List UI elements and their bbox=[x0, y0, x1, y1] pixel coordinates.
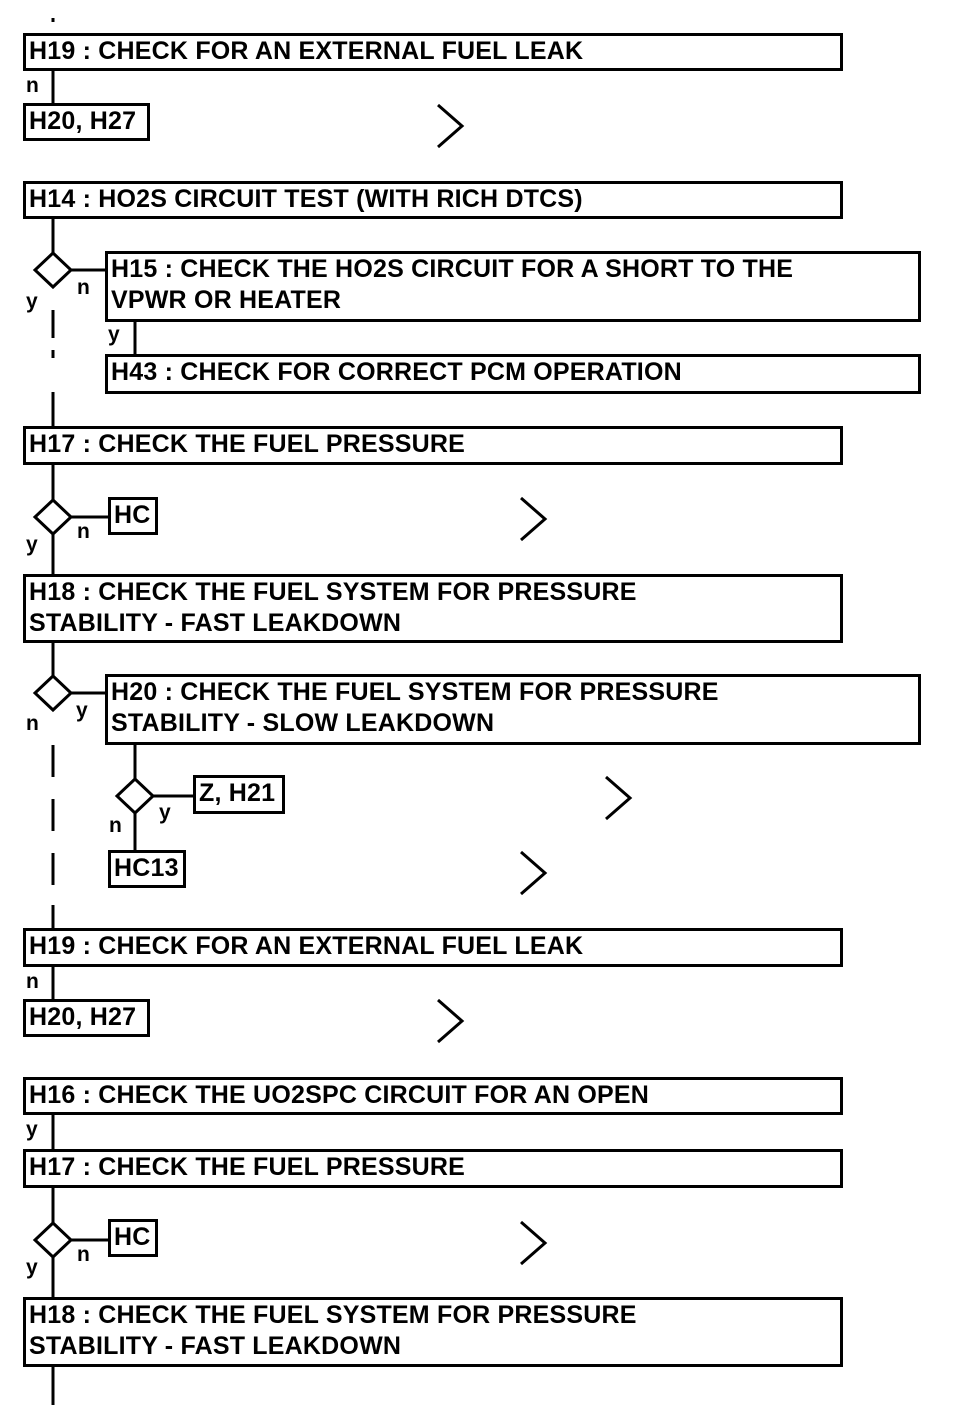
branch-label-yes: y bbox=[26, 1256, 38, 1279]
branch-label-yes: y bbox=[26, 1118, 38, 1141]
step-label: HC13 bbox=[114, 854, 179, 882]
continue-chevron-icon bbox=[520, 496, 548, 542]
step-label: H17 : CHECK THE FUEL PRESSURE bbox=[29, 1153, 465, 1181]
step-label: H16 : CHECK THE UO2SPC CIRCUIT FOR AN OP… bbox=[29, 1081, 650, 1109]
decision-diamond-h17b bbox=[32, 1220, 74, 1260]
step-box-h18: H18 : CHECK THE FUEL SYSTEM FOR PRESSURE… bbox=[23, 574, 843, 643]
branch-label-yes: y bbox=[26, 290, 38, 313]
step-label: H18 : CHECK THE FUEL SYSTEM FOR PRESSURE… bbox=[29, 1301, 637, 1360]
step-label: H20 : CHECK THE FUEL SYSTEM FOR PRESSURE… bbox=[111, 678, 719, 737]
branch-label-no: n bbox=[26, 970, 39, 993]
step-label: H14 : HO2S CIRCUIT TEST (WITH RICH DTCS) bbox=[29, 185, 583, 213]
step-box-h20: H20 : CHECK THE FUEL SYSTEM FOR PRESSURE… bbox=[105, 674, 921, 745]
step-box-hc: HC bbox=[108, 497, 158, 535]
step-label: H18 : CHECK THE FUEL SYSTEM FOR PRESSURE… bbox=[29, 578, 637, 637]
step-label: Z, H21 bbox=[199, 779, 276, 807]
branch-label-yes: y bbox=[76, 699, 88, 722]
step-label: HC bbox=[114, 1223, 151, 1251]
branch-label-no: n bbox=[26, 74, 39, 97]
step-label: H19 : CHECK FOR AN EXTERNAL FUEL LEAK bbox=[29, 932, 584, 960]
step-box-h20-h27: H20, H27 bbox=[23, 999, 150, 1037]
step-box-h18: H18 : CHECK THE FUEL SYSTEM FOR PRESSURE… bbox=[23, 1297, 843, 1367]
step-label: H19 : CHECK FOR AN EXTERNAL FUEL LEAK bbox=[29, 37, 584, 65]
step-box-h16: H16 : CHECK THE UO2SPC CIRCUIT FOR AN OP… bbox=[23, 1077, 843, 1115]
branch-label-no: n bbox=[77, 276, 90, 299]
decision-diamond-h18a bbox=[32, 673, 74, 713]
decision-diamond-h14 bbox=[32, 250, 74, 290]
step-box-h19: H19 : CHECK FOR AN EXTERNAL FUEL LEAK bbox=[23, 33, 843, 71]
branch-label-no: n bbox=[26, 712, 39, 735]
continue-chevron-icon bbox=[520, 1220, 548, 1266]
branch-label-no: n bbox=[77, 520, 90, 543]
step-box-h15: H15 : CHECK THE HO2S CIRCUIT FOR A SHORT… bbox=[105, 251, 921, 322]
continue-chevron-icon bbox=[437, 998, 465, 1044]
step-label: HC bbox=[114, 501, 151, 529]
decision-diamond-h20 bbox=[114, 776, 156, 816]
step-label: H43 : CHECK FOR CORRECT PCM OPERATION bbox=[111, 358, 682, 386]
step-box-hc13: HC13 bbox=[108, 850, 186, 888]
branch-label-yes: y bbox=[159, 801, 171, 824]
continue-chevron-icon bbox=[520, 850, 548, 896]
step-label: H17 : CHECK THE FUEL PRESSURE bbox=[29, 430, 465, 458]
continue-chevron-icon bbox=[605, 775, 633, 821]
branch-label-no: n bbox=[77, 1243, 90, 1266]
step-label: H20, H27 bbox=[29, 1003, 137, 1031]
step-label: H15 : CHECK THE HO2S CIRCUIT FOR A SHORT… bbox=[111, 255, 794, 314]
step-box-hc: HC bbox=[108, 1219, 158, 1257]
branch-label-yes: y bbox=[108, 323, 120, 346]
decision-diamond-h17a bbox=[32, 497, 74, 537]
step-label: H20, H27 bbox=[29, 107, 137, 135]
step-box-h19: H19 : CHECK FOR AN EXTERNAL FUEL LEAK bbox=[23, 928, 843, 967]
step-box-z-h21: Z, H21 bbox=[193, 775, 285, 814]
step-box-h43: H43 : CHECK FOR CORRECT PCM OPERATION bbox=[105, 354, 921, 394]
branch-label-yes: y bbox=[26, 533, 38, 556]
step-box-h14: H14 : HO2S CIRCUIT TEST (WITH RICH DTCS) bbox=[23, 181, 843, 219]
step-box-h20-h27: H20, H27 bbox=[23, 103, 150, 141]
step-box-h17: H17 : CHECK THE FUEL PRESSURE bbox=[23, 426, 843, 465]
step-box-h17: H17 : CHECK THE FUEL PRESSURE bbox=[23, 1149, 843, 1188]
continue-chevron-icon bbox=[437, 103, 465, 149]
branch-label-no: n bbox=[109, 814, 122, 837]
